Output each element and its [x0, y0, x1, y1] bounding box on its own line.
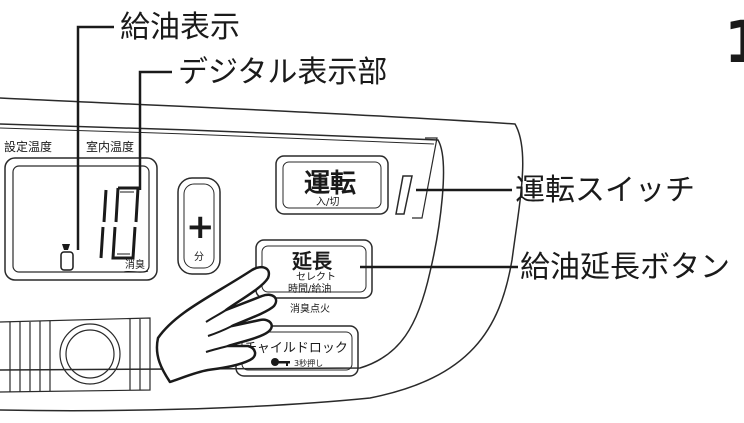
callout-run-switch: 運転スイッチ — [515, 173, 695, 208]
run-button-inner — [282, 161, 382, 209]
extend-button-sub1: セレクト — [296, 271, 336, 283]
fuel-cap-grille — [0, 317, 151, 393]
panel-inner-edge — [0, 127, 435, 145]
child-lock-label: チャイルドロック — [244, 341, 348, 356]
control-panel-outline — [0, 123, 445, 371]
plus-button-sub: 分 — [194, 251, 204, 263]
run-button-sub: 入/切 — [316, 196, 339, 208]
deodorize-ignition-label: 消臭点火 — [290, 302, 330, 315]
lcd-frame — [4, 157, 158, 281]
callout-line-digital-display — [138, 70, 172, 190]
hand-pointer-icon — [155, 266, 278, 384]
callout-line-fuel-indicator — [76, 25, 114, 250]
plus-button[interactable] — [177, 177, 221, 275]
heater-body-outline — [0, 97, 524, 412]
set-temp-label: 設定温度 — [4, 139, 52, 154]
fuel-tank-icon — [60, 244, 74, 271]
extend-button-label: 延長 — [291, 249, 333, 273]
run-indicator-lamp — [395, 175, 413, 215]
plus-button-inner — [183, 183, 215, 269]
deodorize-label: 消臭 — [125, 258, 145, 271]
digital-display — [12, 165, 150, 273]
callout-lines — [76, 25, 518, 269]
run-button-label: 運転 — [304, 169, 356, 199]
callout-fuel-extend-button: 給油延長ボタン — [520, 250, 730, 285]
key-icon — [271, 358, 290, 366]
room-temp-label: 室内温度 — [86, 139, 134, 154]
child-lock-sub: 3秒押し — [294, 358, 323, 368]
run-button[interactable] — [275, 155, 389, 215]
extend-button-sub2: 時間/給油 — [288, 282, 331, 295]
indicator-recess — [412, 137, 438, 219]
step-number: 1 — [724, 8, 744, 76]
deodorize-wave — [123, 270, 149, 273]
display-digits — [99, 186, 140, 260]
plus-button-symbol: + — [186, 207, 215, 247]
callout-digital-display: デジタル表示部 — [178, 55, 387, 90]
callout-fuel-indicator: 給油表示 — [120, 10, 240, 45]
